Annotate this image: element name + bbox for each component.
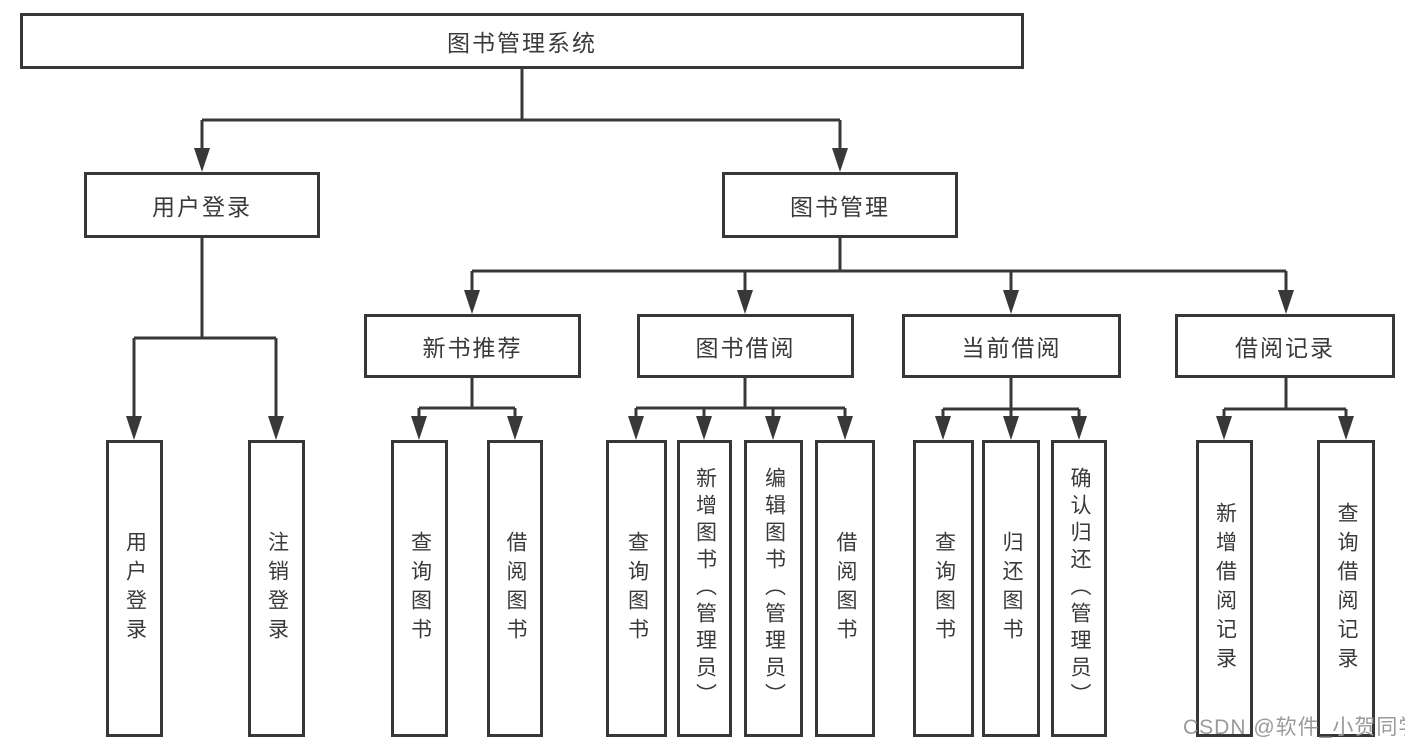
leaf-records-query-record-label: 查询借阅记录 <box>1335 501 1358 676</box>
node-root: 图书管理系统 <box>20 13 1024 69</box>
leaf-recommend-borrow-books: 借阅图书 <box>487 440 543 737</box>
leaf-recommend-borrow-books-label: 借阅图书 <box>504 530 527 647</box>
node-book-borrow-label: 图书借阅 <box>695 335 796 361</box>
node-borrow-records: 借阅记录 <box>1175 314 1395 378</box>
leaf-borrow-add-books-admin: 新增图书（管理员） <box>677 440 732 737</box>
node-user-login-label: 用户登录 <box>152 194 252 220</box>
leaf-borrow-borrow-books-label: 借阅图书 <box>834 530 857 647</box>
node-borrow-records-label: 借阅记录 <box>1235 335 1335 361</box>
leaf-borrow-query-books: 查询图书 <box>606 440 667 737</box>
leaf-logout-label: 注销登录 <box>265 530 289 647</box>
leaf-recommend-query-books-label: 查询图书 <box>408 530 432 647</box>
leaf-borrow-borrow-books: 借阅图书 <box>815 440 875 737</box>
leaf-current-query-books-label: 查询图书 <box>932 530 956 647</box>
leaf-records-add-record-label: 新增借阅记录 <box>1213 501 1237 676</box>
node-root-label: 图书管理系统 <box>447 30 597 56</box>
node-current-borrow-label: 当前借阅 <box>961 335 1062 361</box>
leaf-user-login-label: 用户登录 <box>123 530 147 647</box>
leaf-recommend-query-books: 查询图书 <box>391 440 448 737</box>
leaf-current-return-books-label: 归还图书 <box>1000 530 1023 647</box>
csdn-watermark: CSDN @软件_小贺同学 <box>1183 716 1405 739</box>
node-current-borrow: 当前借阅 <box>902 314 1121 378</box>
leaf-records-query-record: 查询借阅记录 <box>1317 440 1375 737</box>
leaf-records-add-record: 新增借阅记录 <box>1196 440 1253 737</box>
node-new-book-recommend: 新书推荐 <box>364 314 581 378</box>
leaf-borrow-edit-books-admin: 编辑图书（管理员） <box>744 440 803 737</box>
leaf-current-query-books: 查询图书 <box>913 440 974 737</box>
node-user-login: 用户登录 <box>84 172 320 238</box>
node-book-borrow: 图书借阅 <box>637 314 854 378</box>
leaf-user-login: 用户登录 <box>106 440 163 737</box>
node-new-book-recommend-label: 新书推荐 <box>422 335 523 361</box>
node-book-management: 图书管理 <box>722 172 958 238</box>
leaf-borrow-add-books-admin-label: 新增图书（管理员） <box>693 467 717 710</box>
leaf-logout: 注销登录 <box>248 440 305 737</box>
leaf-current-confirm-return-admin-label: 确认归还（管理员） <box>1068 467 1091 710</box>
leaf-borrow-edit-books-admin-label: 编辑图书（管理员） <box>762 467 786 710</box>
leaf-borrow-query-books-label: 查询图书 <box>625 530 649 647</box>
leaf-current-confirm-return-admin: 确认归还（管理员） <box>1051 440 1107 737</box>
leaf-current-return-books: 归还图书 <box>982 440 1040 737</box>
node-book-management-label: 图书管理 <box>790 194 890 220</box>
